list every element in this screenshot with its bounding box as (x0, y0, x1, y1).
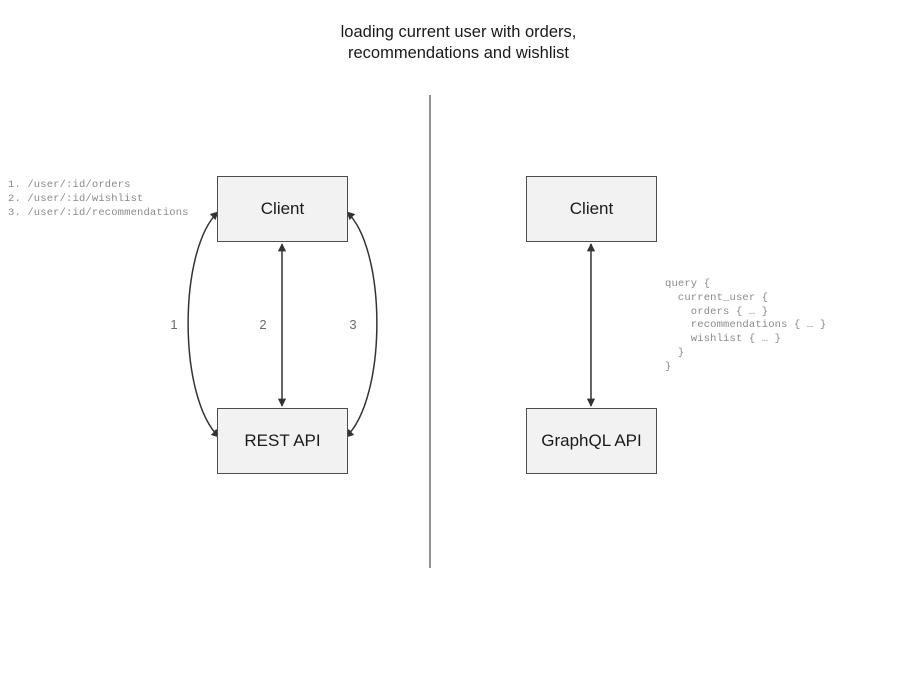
node-rest-client-label: Client (260, 199, 305, 218)
rest-endpoints-annotation: 1. /user/:id/orders 2. /user/:id/wishlis… (8, 179, 189, 219)
node-graphql-client-label: Client (569, 199, 614, 218)
edge-label-2: 2 (259, 317, 267, 332)
node-graphql-client[interactable]: Client (526, 176, 657, 242)
node-graphql-api[interactable]: GraphQL API (526, 408, 657, 474)
page-title: loading current user with orders, recomm… (340, 23, 577, 62)
node-rest-api-label: REST API (244, 431, 321, 450)
edge-label-1: 1 (170, 317, 178, 332)
node-rest-client[interactable]: Client (217, 176, 348, 242)
node-graphql-api-label: GraphQL API (541, 431, 642, 450)
graphql-query-annotation: query { current_user { orders { … } reco… (665, 278, 827, 373)
edge-label-3: 3 (349, 317, 357, 332)
node-rest-api[interactable]: REST API (217, 408, 348, 474)
rest-connector-1 (187, 211, 220, 438)
